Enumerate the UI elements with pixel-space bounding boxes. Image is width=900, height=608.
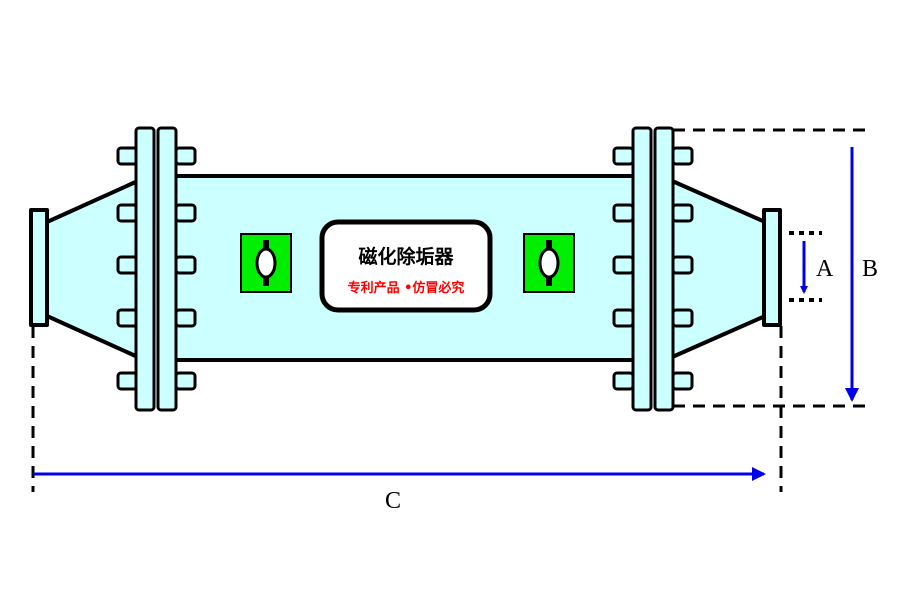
bolt <box>671 371 694 391</box>
bolt <box>174 255 197 275</box>
left-flange <box>134 126 178 412</box>
bolt <box>116 308 139 328</box>
dimension-c-label: C <box>385 488 401 514</box>
bolt <box>671 203 694 223</box>
dimension-a-label: A <box>816 256 834 282</box>
bolt <box>612 146 635 166</box>
dimension-guides <box>31 128 866 492</box>
device-title: 磁化除垢器 <box>358 245 454 268</box>
right-flange <box>631 126 675 412</box>
bolt <box>116 146 139 166</box>
bolt <box>116 255 139 275</box>
bolt <box>612 203 635 223</box>
bolt <box>174 146 197 166</box>
bolt <box>174 308 197 328</box>
bolt <box>612 308 635 328</box>
bolt <box>116 203 139 223</box>
bolt <box>671 146 694 166</box>
dimension-b-label: B <box>862 256 878 282</box>
bolt <box>174 203 197 223</box>
bolt <box>671 308 694 328</box>
right-sight-window <box>523 233 575 293</box>
bolt <box>116 371 139 391</box>
name-plate: 磁化除垢器 专利产品 •仿冒必究 <box>319 219 493 313</box>
device-subtitle: 专利产品 •仿冒必究 <box>348 280 465 296</box>
bolt <box>612 371 635 391</box>
bolt <box>671 255 694 275</box>
bolt <box>612 255 635 275</box>
left-sight-window <box>240 233 292 293</box>
bolt <box>174 371 197 391</box>
